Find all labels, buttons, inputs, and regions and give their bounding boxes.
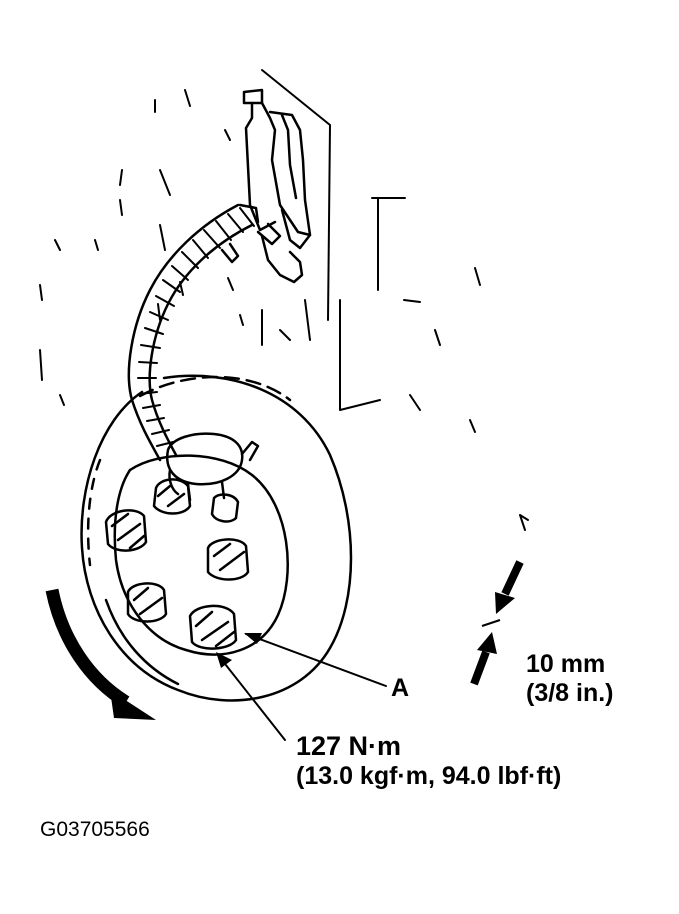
- torque-label-alternate: (13.0 kgf·m, 94.0 lbf·ft): [296, 762, 562, 790]
- lug-nut: [104, 509, 148, 552]
- air-hose-outer: [127, 203, 240, 462]
- spacing-label-metric: 10 mm: [526, 650, 606, 678]
- hanging-tool: [238, 88, 312, 284]
- hose-fitting: [220, 222, 282, 264]
- leader-torque-arrowhead: [216, 652, 232, 668]
- background-sketch-lines: [39, 69, 529, 531]
- rotation-direction-arrow: [45, 588, 156, 720]
- figure-code: G03705566: [40, 818, 150, 841]
- leader-a-arrowhead: [244, 633, 262, 644]
- hub-face: [113, 454, 289, 656]
- lug-nuts: [104, 478, 250, 650]
- brake-rotor: [80, 374, 353, 702]
- lug-nut: [210, 493, 240, 523]
- spacing-arrows: [470, 560, 524, 686]
- torque-label-metric: 127 N·m: [296, 731, 402, 761]
- lug-nut: [152, 478, 192, 515]
- lug-nut: [126, 582, 168, 623]
- impact-socket: [165, 432, 260, 502]
- air-hose-inner: [148, 223, 254, 457]
- lug-nut: [206, 538, 250, 581]
- leader-torque: [217, 654, 286, 741]
- leader-a: [245, 633, 387, 687]
- lug-nut: [188, 604, 238, 650]
- spacing-arrow-lower-head: [477, 632, 497, 654]
- callout-label-a: A: [391, 674, 410, 702]
- callout-leaders: [217, 633, 387, 741]
- spacing-label-imperial: (3/8 in.): [526, 679, 614, 707]
- spacing-arrow-upper-head: [495, 592, 515, 614]
